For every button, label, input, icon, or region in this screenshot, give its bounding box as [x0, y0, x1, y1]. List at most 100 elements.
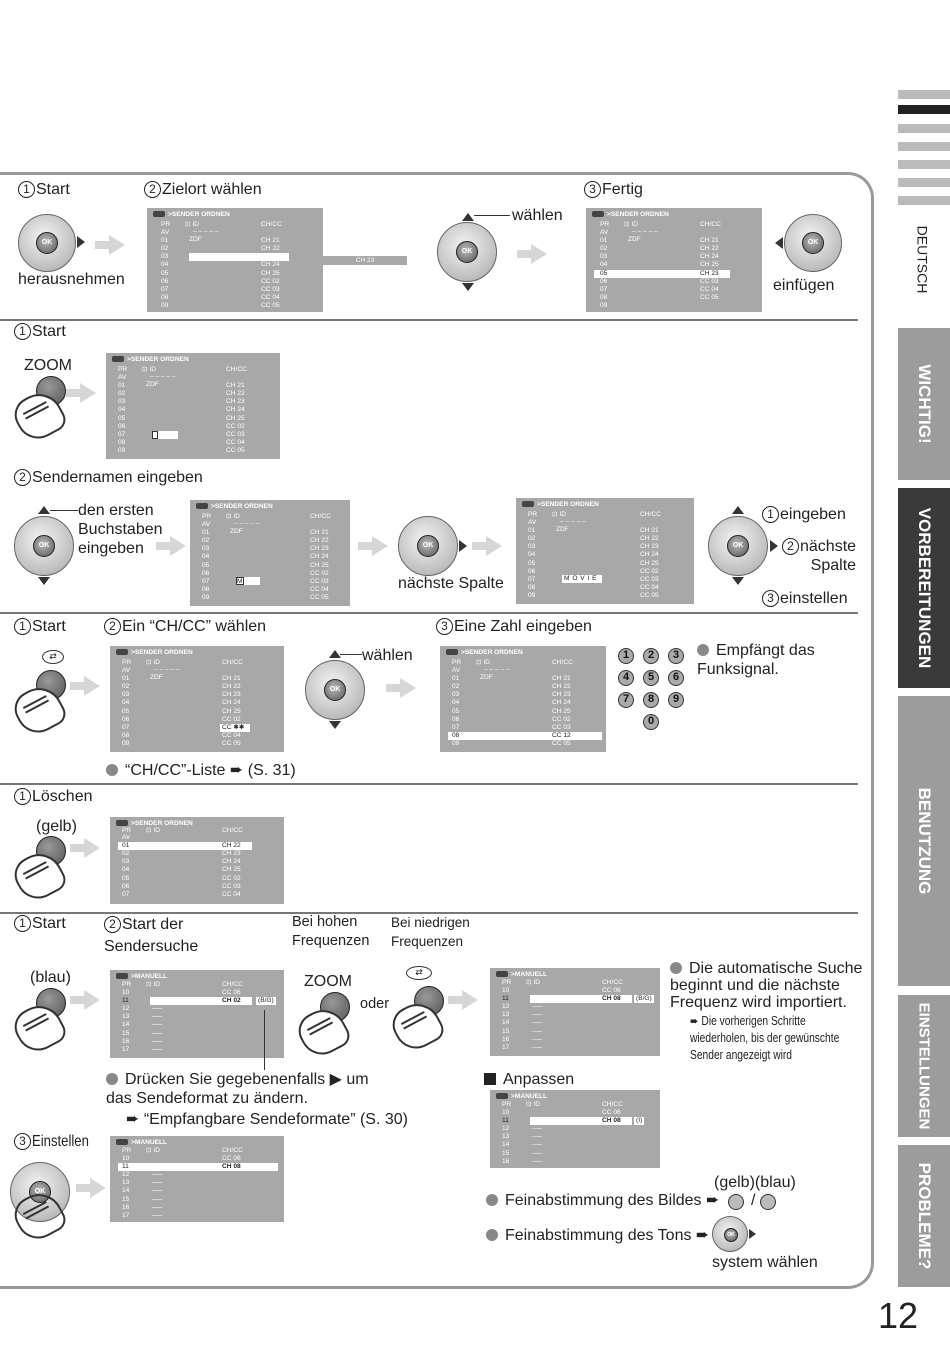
tab-einstellungen[interactable]: EINSTELLUNGEN: [898, 995, 950, 1137]
screen-pr: 17: [502, 1043, 510, 1051]
fine-sound-note: Feinabstimmung des Tons ➨: [486, 1226, 709, 1245]
screen-ch: CH 25: [261, 269, 280, 277]
screen-ch: CH 22: [552, 683, 571, 691]
screen-pr: 03: [122, 858, 130, 866]
screen-pr: 04: [202, 553, 210, 561]
screen-pr: 07: [452, 723, 460, 731]
number-key-3[interactable]: 3: [668, 648, 684, 664]
screen-id: ------: [152, 1179, 163, 1187]
number-key-8[interactable]: 8: [643, 692, 659, 708]
screen-highlight: [152, 431, 178, 439]
screen-pr: 03: [600, 253, 608, 261]
screen-ch: CH 23: [222, 850, 241, 858]
remote-dpad[interactable]: OK: [437, 222, 497, 282]
screen-pr: 07: [161, 285, 169, 293]
remote-dpad[interactable]: OK: [708, 516, 768, 576]
screen-dash: _ _ _ _ _ _: [152, 836, 184, 843]
yellow-label: (gelb): [36, 818, 77, 835]
tab-probleme[interactable]: PROBLEME?: [898, 1145, 950, 1287]
screen-pr: 01: [202, 529, 210, 537]
screen-ch: CC 02: [222, 874, 241, 882]
down-arrow-icon: [462, 283, 474, 291]
remote-dpad[interactable]: OK: [398, 516, 458, 576]
screen-dash: _ _ _ _ _: [193, 225, 219, 232]
screen-pr: 03: [452, 691, 460, 699]
number-key-0[interactable]: 0: [643, 714, 659, 730]
number-key-5[interactable]: 5: [643, 670, 659, 686]
remote-dpad[interactable]: OK: [784, 214, 842, 272]
screen-dash: _ _ _ _ _: [560, 515, 586, 522]
number-key-2[interactable]: 2: [643, 648, 659, 664]
screen-id: ------: [152, 1005, 163, 1013]
remote-dpad[interactable]: OK: [305, 660, 365, 720]
screen-pr: 17: [122, 1045, 130, 1053]
screen-ch: CC 02: [261, 277, 280, 285]
remote-dpad[interactable]: OK: [712, 1216, 748, 1252]
blue-label: (blau): [30, 969, 71, 986]
screen-ch: CH 24: [310, 553, 329, 561]
repeat-note: ➨ Die vorherigen Schritte wiederholen, b…: [690, 1014, 840, 1062]
screen-pr: 05: [528, 559, 536, 567]
screen-pr: 11: [502, 995, 509, 1003]
tab-wichtig[interactable]: WICHTIG!: [898, 328, 950, 480]
screen-pr: 14: [502, 1019, 510, 1027]
hand-press-icon: [8, 374, 76, 447]
screen-ch: CH 23: [222, 691, 241, 699]
screen-pr: 09: [118, 446, 126, 454]
formats-reference: ➨ “Empfangbare Sendeformate” (S. 30): [126, 1111, 408, 1128]
content-frame: [0, 172, 874, 1289]
number-key-9[interactable]: 9: [668, 692, 684, 708]
screen-pr: 03: [202, 545, 210, 553]
remote-dpad[interactable]: OK: [18, 214, 76, 272]
tab-vorbereitungen[interactable]: VORBEREITUNGEN: [898, 488, 950, 688]
right-arrow-icon: [749, 1229, 756, 1239]
screen-ch: CH 22: [222, 683, 241, 691]
blue-button[interactable]: [760, 1194, 776, 1210]
screen-pr: 01: [122, 842, 130, 850]
tab-benutzung[interactable]: BENUTZUNG: [898, 696, 950, 986]
side-stripe: [898, 90, 950, 99]
remote-dpad[interactable]: OK: [14, 516, 74, 576]
screen-id: ------: [152, 1187, 163, 1195]
screen-highlight: [448, 731, 602, 740]
screen-pr: 09: [122, 739, 130, 747]
down-arrow-icon: [732, 577, 744, 585]
screen-ch: CH 24: [222, 858, 241, 866]
remove-label: herausnehmen: [18, 271, 125, 288]
screen-ch: CH 25: [640, 559, 659, 567]
screen-pr: 15: [122, 1029, 130, 1037]
screen-ch: CH 24: [552, 699, 571, 707]
screen-ch: CH 21: [640, 527, 659, 535]
screen-ch: CH 25: [222, 866, 241, 874]
screen-ch: CH 02: [222, 997, 241, 1005]
number-key-4[interactable]: 4: [618, 670, 634, 686]
screen-col-pr: PR: [122, 827, 132, 834]
flow-arrow-icon: [472, 536, 502, 556]
leader-line: [50, 510, 78, 511]
screen-pr: 03: [118, 398, 126, 406]
screen-id: ZDF: [189, 236, 202, 244]
number-key-7[interactable]: 7: [618, 692, 634, 708]
side-stripe: [898, 105, 950, 114]
screen-pr: 01: [452, 675, 460, 683]
screen-col-id: ⊡ ID: [142, 366, 156, 373]
number-key-6[interactable]: 6: [668, 670, 684, 686]
screen-ch: CH 21: [226, 382, 245, 390]
screen-col-pr: PR: [502, 979, 512, 986]
yellow-button[interactable]: [728, 1194, 744, 1210]
screen-pr: 04: [452, 699, 460, 707]
divider: [0, 612, 858, 614]
up-arrow-icon: [732, 506, 744, 514]
screen-pr: 05: [452, 707, 460, 715]
screen-ch: CH 21: [222, 675, 241, 683]
zoom-label: ZOOM: [24, 357, 72, 374]
number-key-1[interactable]: 1: [618, 648, 634, 664]
screen-header: >SENDER ORDNEN: [196, 503, 273, 510]
screen-ch: CC 03: [261, 285, 280, 293]
screen-pr: AV: [161, 229, 170, 236]
screen-pr: 07: [122, 723, 130, 731]
screen-pr: 08: [202, 585, 210, 593]
screen-pr: 04: [528, 551, 536, 559]
